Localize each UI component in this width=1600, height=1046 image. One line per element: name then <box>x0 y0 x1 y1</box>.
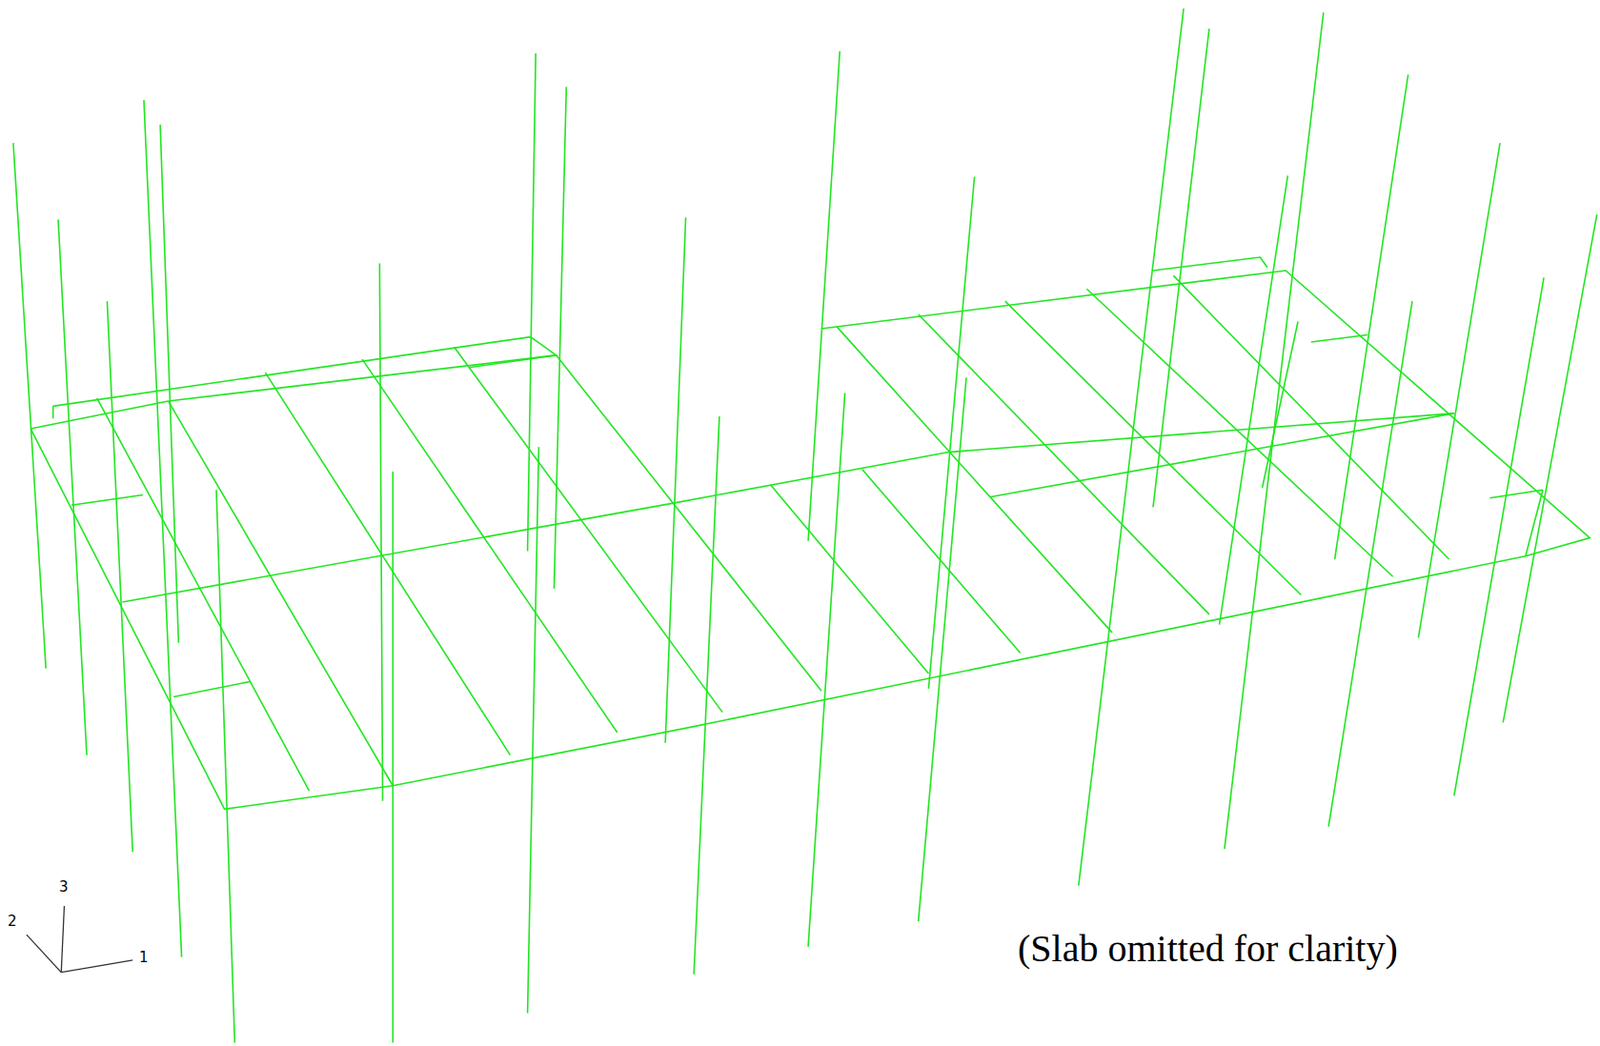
axis-label: 1 <box>139 951 149 966</box>
axis-label: 3 <box>59 880 69 895</box>
axis-triad <box>26 906 133 973</box>
axis-label: 2 <box>7 914 18 930</box>
note-text: (Slab omitted for clarity) <box>1017 930 1398 969</box>
floor-beams <box>30 257 1590 810</box>
columns <box>13 8 1598 1044</box>
